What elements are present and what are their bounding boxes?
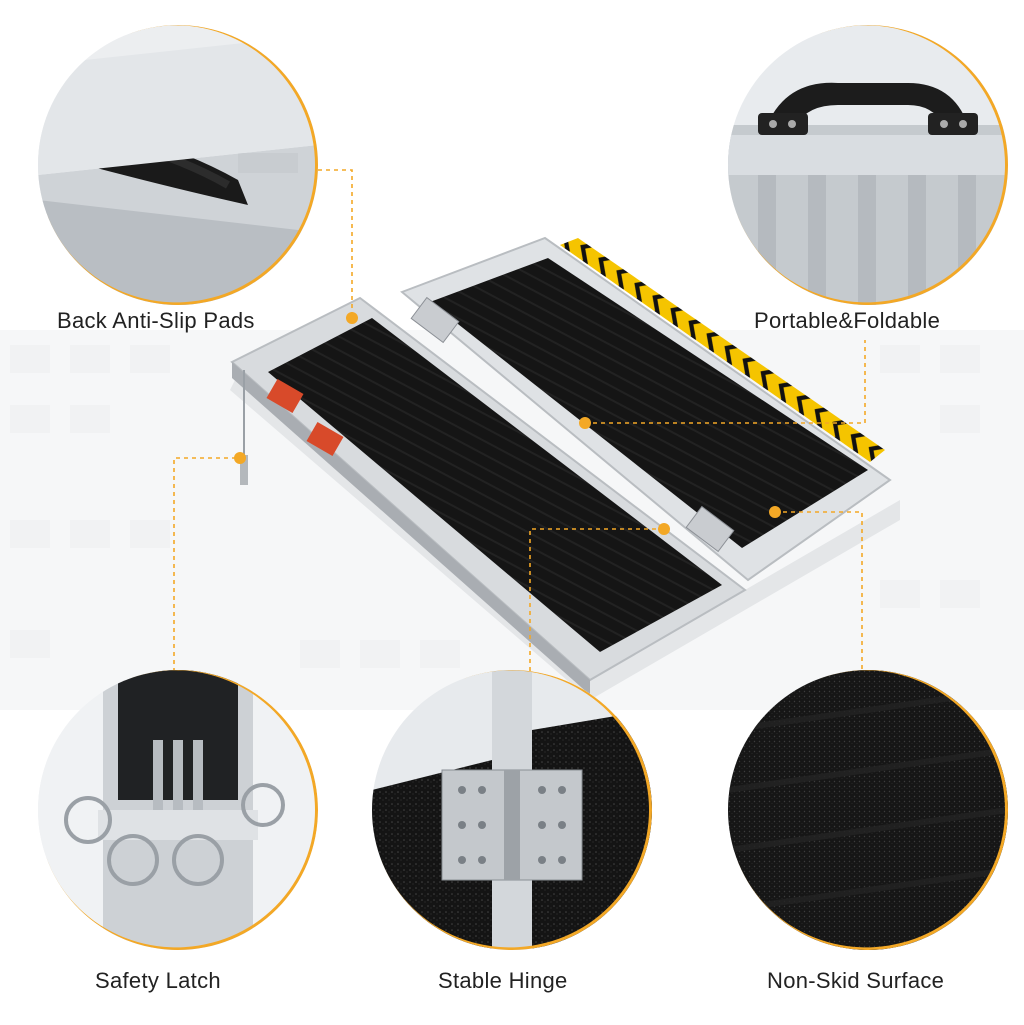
safety-latch-photo: [38, 670, 318, 950]
stable-hinge-caption: Stable Hinge: [438, 968, 568, 993]
safety-latch-caption: Safety Latch: [95, 968, 221, 993]
anti-slip-pads-photo: [38, 25, 318, 305]
portable-foldable-caption: Portable&Foldable: [754, 308, 941, 333]
handle-photo: [728, 25, 1008, 305]
back-anti-slip-caption: Back Anti-Slip Pads: [57, 308, 255, 333]
non-skid-surface-caption: Non-Skid Surface: [767, 968, 945, 993]
non-skid-surface-photo: [728, 670, 1008, 950]
stable-hinge-photo: [372, 670, 652, 950]
